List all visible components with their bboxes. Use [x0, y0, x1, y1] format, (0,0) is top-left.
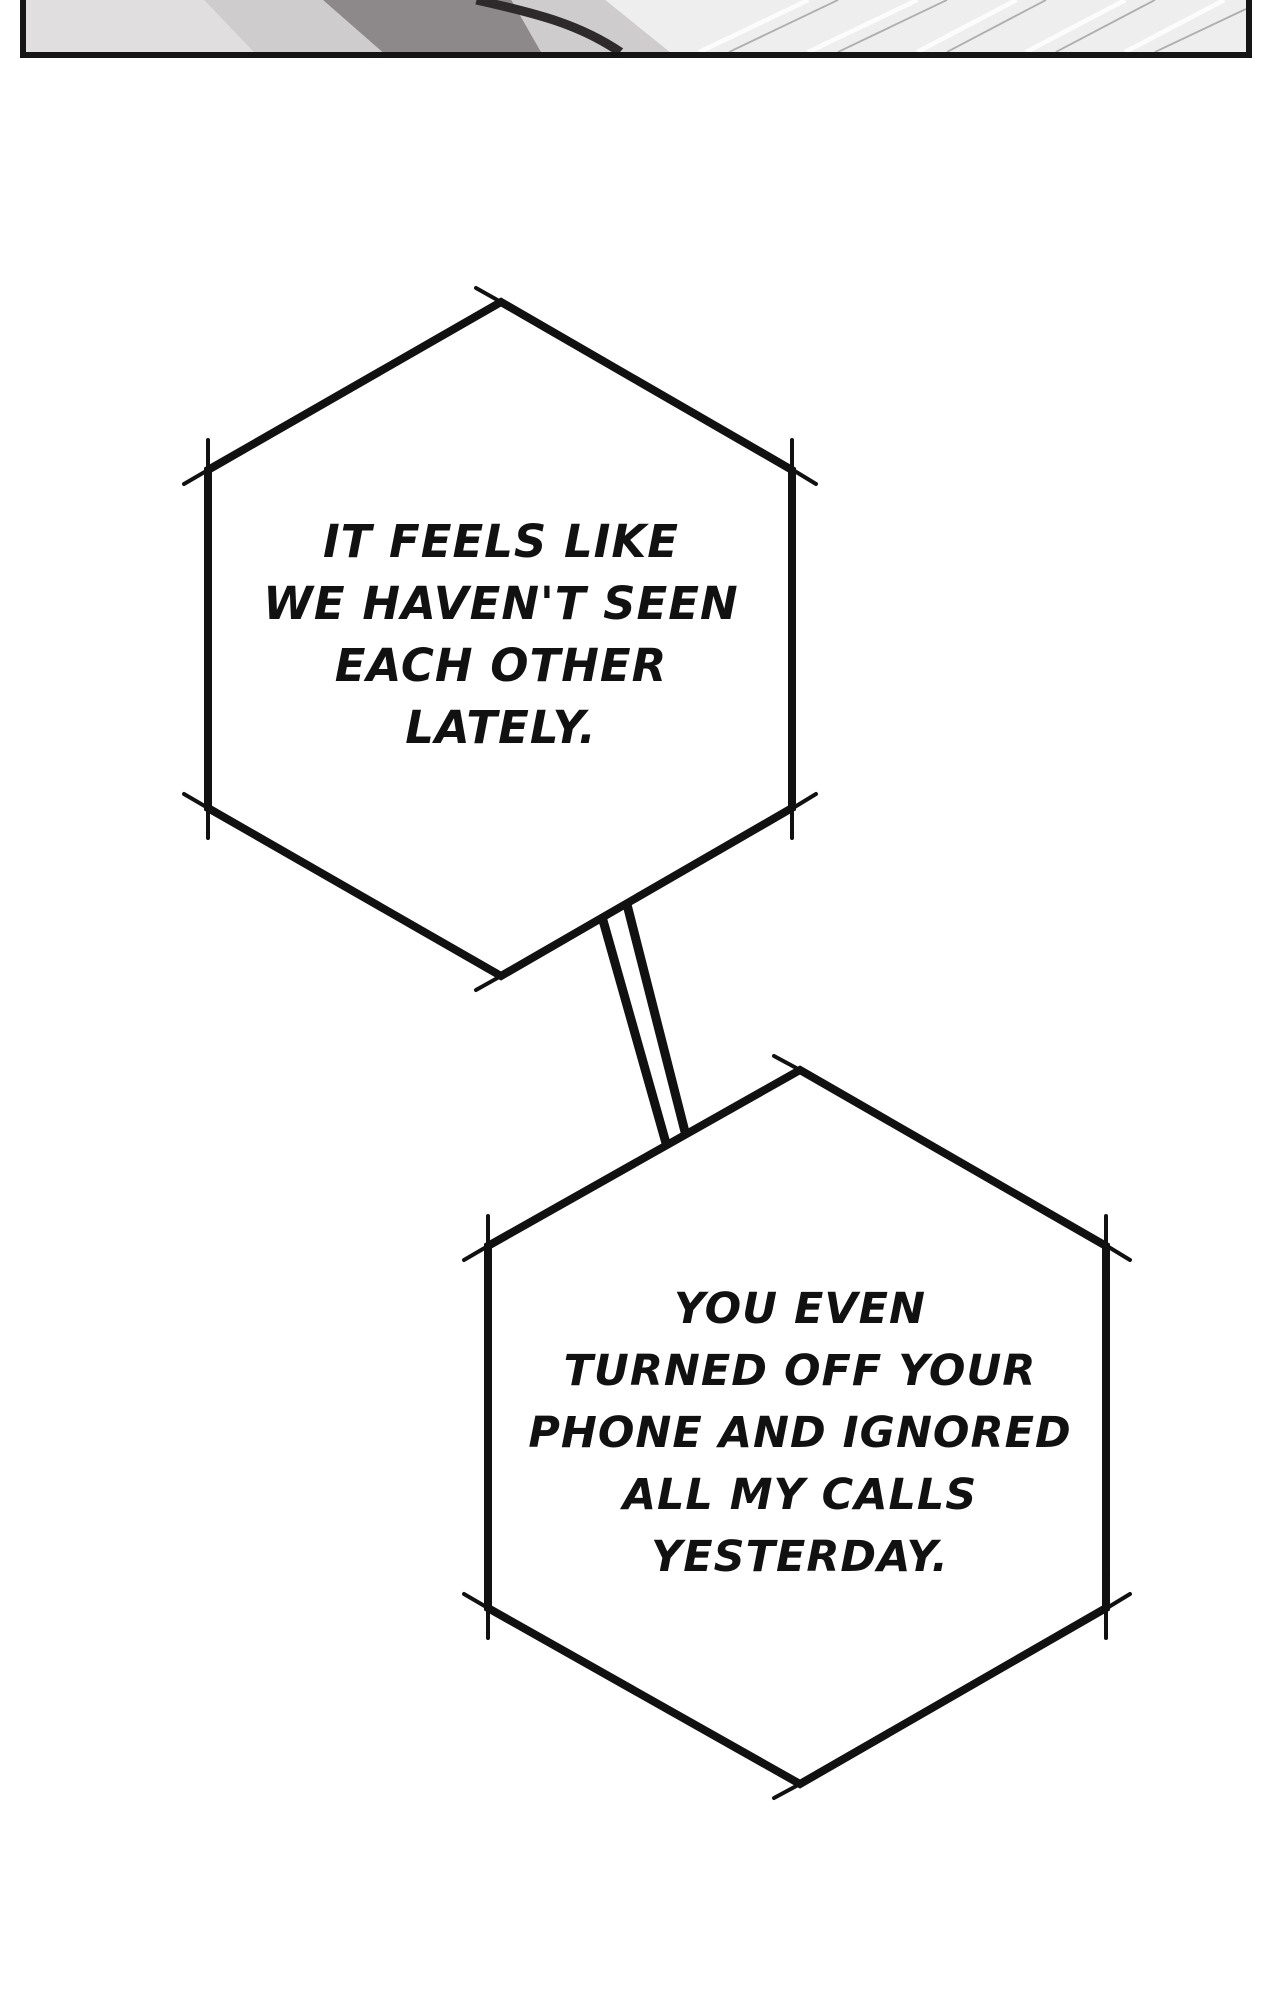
top-panel-art	[26, 0, 1246, 52]
connector-line-right	[617, 880, 700, 1176]
speech-bubble-2-corner-ticks	[462, 1054, 1132, 1800]
top-panel-diagonal-lines-light	[698, 0, 1226, 52]
top-panel-shadow-stroke	[475, 0, 624, 52]
connector-line-left	[588, 880, 680, 1180]
bubble-connector	[588, 880, 700, 1180]
top-panel-highlight	[605, 0, 1246, 52]
speech-bubble-1-text: IT FEELS LIKE WE HAVEN'T SEEN EACH OTHER…	[263, 515, 739, 754]
speech-bubble-2-shape	[462, 1054, 1132, 1800]
top-panel-dark-area	[323, 0, 541, 52]
top-panel-diagonal-lines-dark	[728, 0, 1246, 52]
speech-bubble-1: IT FEELS LIKE WE HAVEN'T SEEN EACH OTHER…	[176, 286, 826, 998]
speech-bubble-2-text: YOU EVEN TURNED OFF YOUR PHONE AND IGNOR…	[528, 1284, 1072, 1582]
speech-bubble-2: YOU EVEN TURNED OFF YOUR PHONE AND IGNOR…	[460, 1054, 1140, 1800]
top-panel-fragment	[20, 0, 1252, 58]
speech-bubble-1-corner-ticks	[182, 286, 818, 992]
top-panel-light-area	[26, 0, 254, 52]
speech-bubble-1-shape	[182, 286, 818, 992]
